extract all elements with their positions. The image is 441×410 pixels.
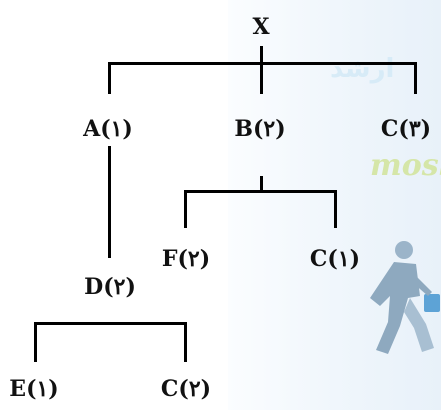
- node-c3: C(۳): [380, 116, 432, 142]
- node-e1: E(۱): [9, 376, 59, 402]
- node-c2: C(۲): [160, 376, 212, 402]
- edge-x-stem: [260, 46, 263, 64]
- node-x: X: [252, 14, 270, 40]
- node-f2: F(۲): [161, 246, 211, 272]
- edge-d-bar: [34, 322, 187, 325]
- edge-d-e: [34, 322, 37, 362]
- node-c1: C(۱): [309, 246, 361, 272]
- edge-x-a: [108, 62, 111, 94]
- watermark-text-persian: ارشد: [330, 54, 395, 84]
- edge-a-d: [108, 146, 111, 258]
- edge-b-stem: [260, 176, 263, 192]
- node-a1: A(۱): [83, 116, 133, 142]
- running-man-watermark-icon: [370, 241, 440, 354]
- edge-b-bar: [184, 190, 337, 193]
- watermark-text-english: mosh: [370, 148, 441, 183]
- edge-b-f: [184, 190, 187, 228]
- edge-x-c3: [414, 62, 417, 94]
- edge-d-c2: [184, 322, 187, 362]
- edge-b-c1: [334, 190, 337, 228]
- edge-x-b: [260, 62, 263, 94]
- node-d2: D(۲): [84, 274, 136, 300]
- node-b2: B(۲): [234, 116, 286, 142]
